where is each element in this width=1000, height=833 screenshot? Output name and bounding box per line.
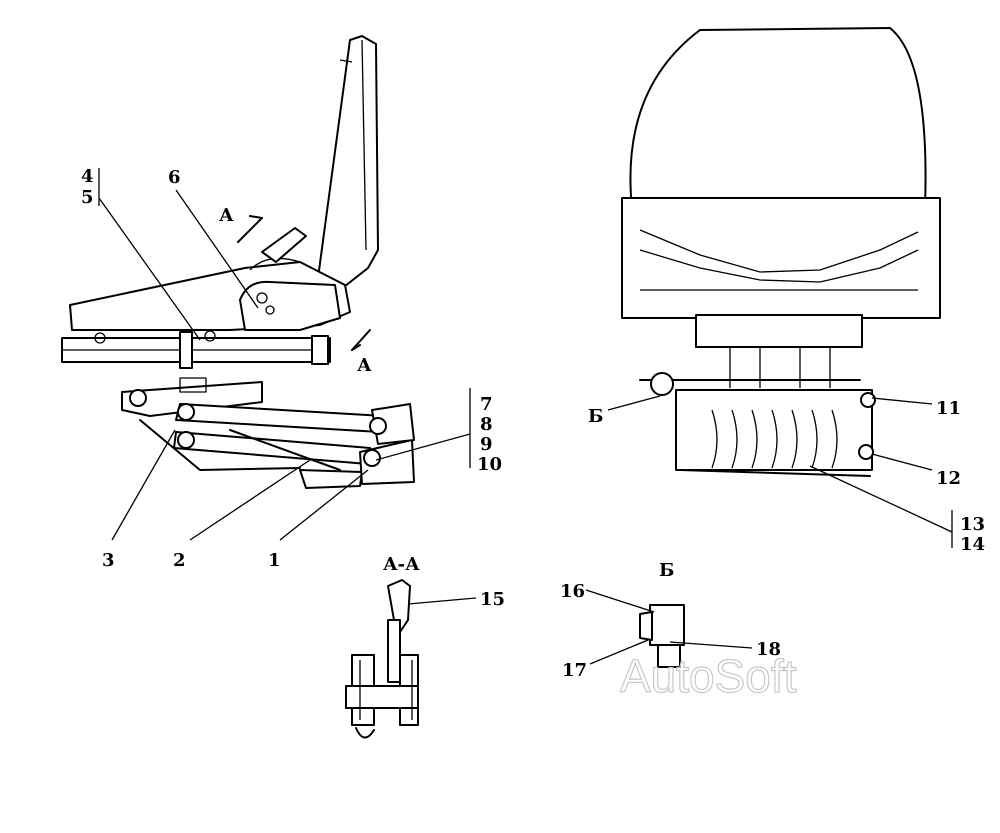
callout-13: 13 [960, 514, 985, 535]
callout-15: 15 [480, 589, 505, 610]
autosoft-watermark: AutoSoft [620, 650, 797, 702]
section-a-a-detail [345, 579, 477, 739]
callout-1: 1 [268, 550, 281, 571]
callout-16: 16 [560, 581, 585, 602]
callout-labels: 4 5 6 3 2 1 7 8 9 10 11 12 13 14 15 16 1… [81, 166, 985, 681]
view-b-title: Б [659, 560, 674, 581]
leader-lines-right [607, 395, 953, 548]
callout-6: 6 [168, 167, 181, 188]
view-b-detail [585, 589, 753, 668]
section-a-a-title: А-А [383, 554, 420, 575]
callout-18: 18 [756, 639, 781, 660]
callout-7: 7 [480, 394, 493, 415]
section-mark-a-bottom: А [357, 355, 372, 376]
section-mark-a-top: А [219, 205, 234, 226]
callout-14: 14 [960, 534, 985, 555]
callout-12: 12 [936, 468, 961, 489]
callout-2: 2 [173, 550, 186, 571]
seat-front-view [621, 27, 941, 477]
view-b-pointer-label: Б [588, 406, 603, 427]
callout-9: 9 [480, 434, 493, 455]
callout-17: 17 [562, 660, 587, 681]
leader-lines-left [98, 168, 471, 541]
callout-4: 4 [81, 166, 94, 187]
callout-11: 11 [936, 398, 961, 419]
seat-side-view [61, 35, 415, 489]
callout-5: 5 [81, 187, 94, 208]
callout-10: 10 [477, 454, 502, 475]
section-cut-a-marker: А А [219, 205, 372, 376]
callout-3: 3 [102, 550, 115, 571]
callout-8: 8 [480, 414, 493, 435]
